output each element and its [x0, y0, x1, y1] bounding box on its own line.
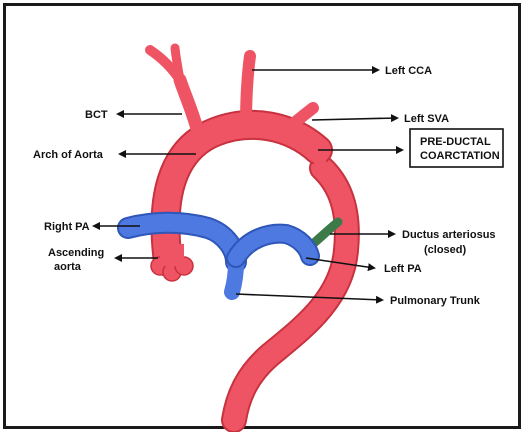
label-pulmonary-trunk: Pulmonary Trunk: [390, 295, 481, 307]
bct-vessel: [150, 48, 198, 132]
label-pre-ductal-line2: COARCTATION: [420, 150, 500, 162]
label-ductus-line2: (closed): [424, 244, 467, 256]
label-bct: BCT: [85, 109, 108, 121]
label-ascending-line2: aorta: [54, 261, 82, 273]
label-ascending-line1: Ascending: [48, 247, 104, 259]
label-right-pa: Right PA: [44, 221, 90, 233]
left-cca-vessel: [246, 56, 250, 126]
label-arch-of-aorta: Arch of Aorta: [33, 149, 104, 161]
label-left-sva: Left SVA: [404, 113, 449, 125]
label-left-pa: Left PA: [384, 263, 422, 275]
label-ductus-line1: Ductus arteriosus: [402, 229, 496, 241]
label-pre-ductal-line1: PRE-DUCTAL: [420, 136, 491, 148]
label-left-cca: Left CCA: [385, 65, 432, 77]
